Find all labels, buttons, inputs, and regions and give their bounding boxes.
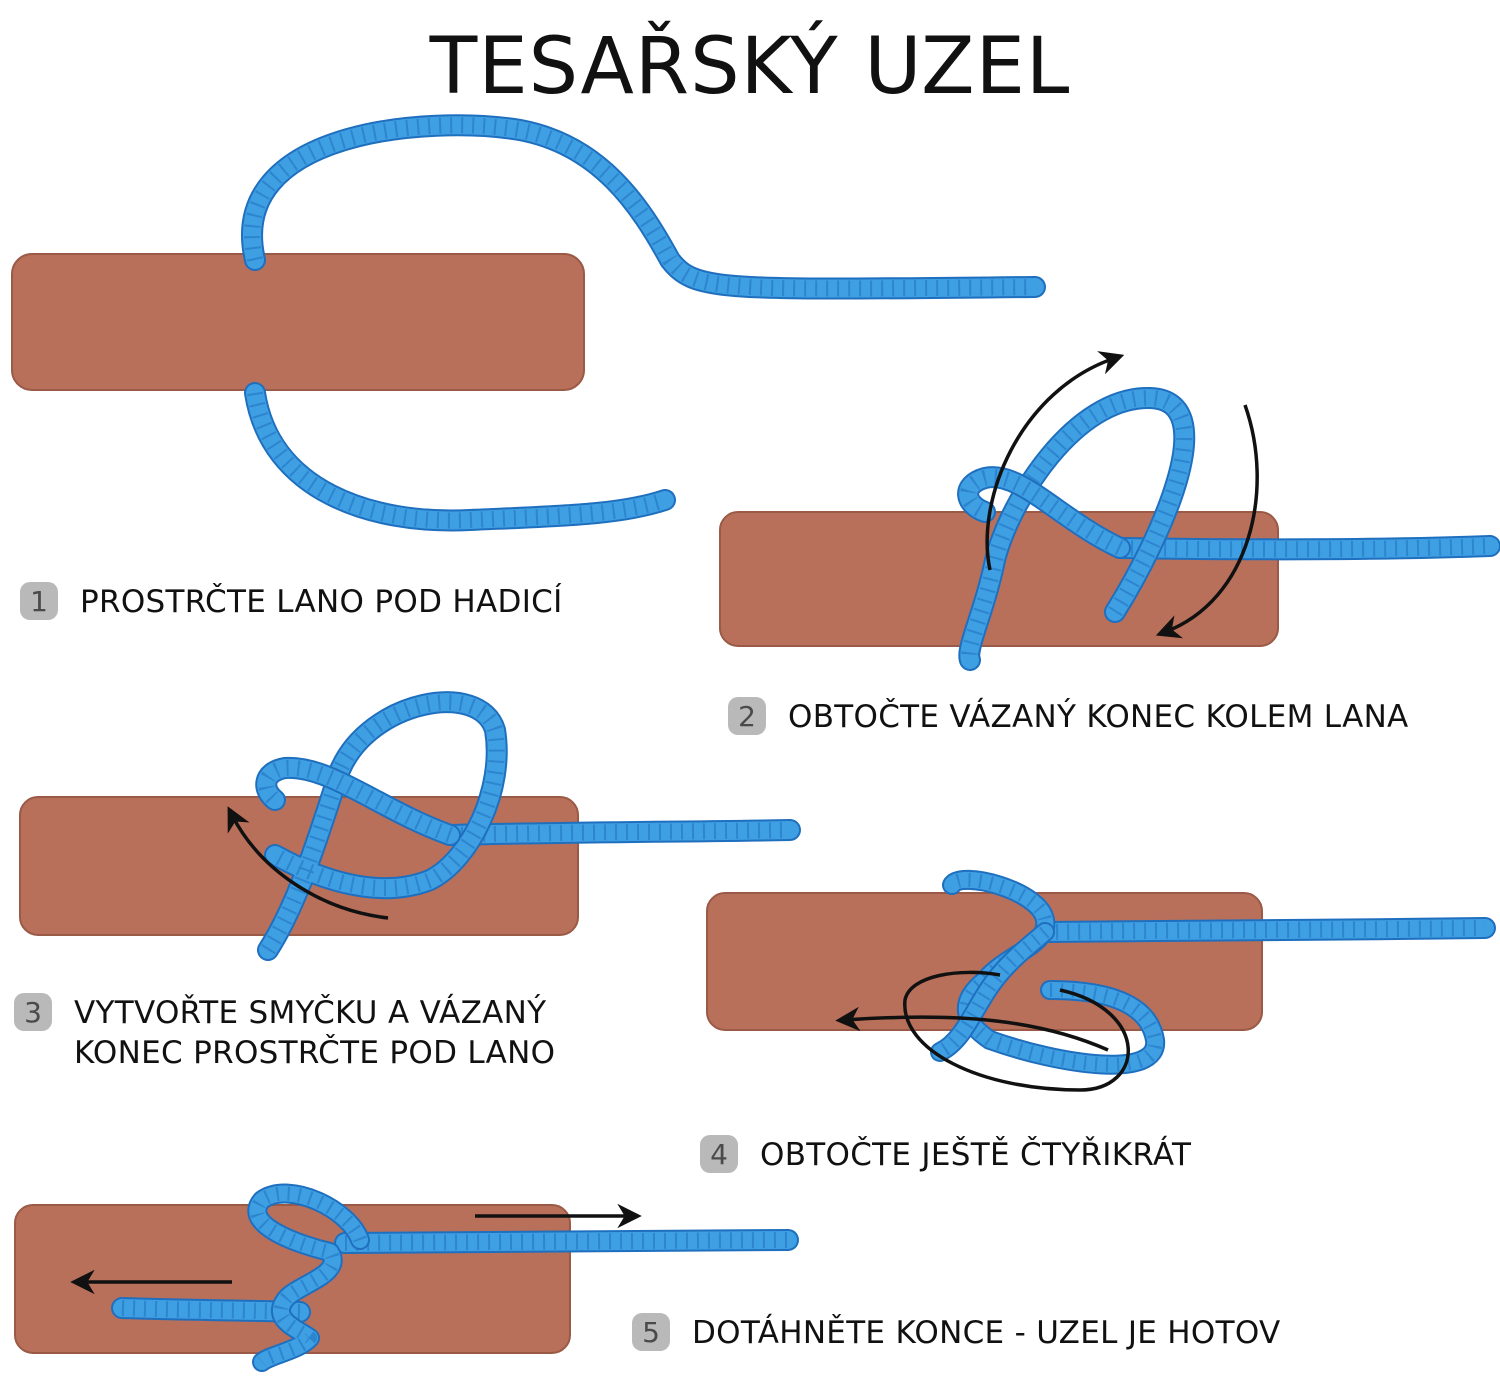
step-2: 2 OBTOČTE VÁZANÝ KONEC KOLEM LANA — [728, 697, 1409, 737]
step-label: OBTOČTE JEŠTĚ ČTYŘIKRÁT — [760, 1137, 1192, 1173]
page-title: TESAŘSKÝ UZEL — [429, 22, 1071, 112]
rope-outline — [244, 382, 676, 532]
rope-standing-part — [1111, 537, 1499, 559]
step-5: 5 DOTÁHNĚTE KONCE - UZEL JE HOTOV — [632, 1313, 1281, 1353]
rope-standing-part — [441, 821, 799, 844]
arrow-coil-back — [835, 1006, 1109, 1052]
step-number-badge: 3 — [14, 993, 52, 1031]
rope-standing-part — [1036, 919, 1494, 941]
step-2-illustration — [719, 351, 1500, 671]
arrow-tuck — [227, 806, 389, 920]
rope-loop — [960, 388, 1194, 669]
rope-wrap — [257, 758, 459, 844]
rope-standing-part — [336, 1231, 797, 1252]
step-number-badge: 2 — [728, 697, 766, 735]
step-label: OBTOČTE VÁZANÝ KONEC KOLEM LANA — [788, 699, 1409, 735]
step-3: 3 VYTVOŘTE SMYČKU A VÁZANÝ KONEC PROSTRČ… — [14, 993, 555, 1073]
rope-standing-part — [243, 116, 1044, 298]
step-number-badge: 5 — [632, 1313, 670, 1351]
step-3-illustration — [19, 691, 801, 961]
rope-working-end — [246, 384, 674, 530]
rope-twist-marks — [250, 1186, 367, 1368]
step-number-badge: 1 — [20, 582, 58, 620]
step-label: DOTÁHNĚTE KONCE - UZEL JE HOTOV — [692, 1315, 1281, 1351]
step-4-illustration — [706, 869, 1496, 1092]
step-5-illustration — [14, 1183, 799, 1372]
step-label: PROSTRČTE LANO POD HADICÍ — [80, 584, 563, 620]
step-1: 1 PROSTRČTE LANO POD HADICÍ — [20, 582, 563, 622]
pipe — [11, 253, 585, 391]
arrow-wrap-up — [985, 351, 1125, 571]
rope-twist — [932, 924, 1053, 1060]
step-label: VYTVOŘTE SMYČKU A VÁZANÝ KONEC PROSTRČTE… — [74, 995, 556, 1071]
step-number-badge: 4 — [700, 1135, 738, 1173]
step-1-illustration — [11, 114, 1046, 532]
step-4: 4 OBTOČTE JEŠTĚ ČTYŘIKRÁT — [700, 1135, 1191, 1175]
arrow-wrap-down — [1155, 404, 1259, 639]
rope-loop — [259, 693, 506, 959]
rope-wrap — [959, 468, 1129, 557]
coil-loop-line — [903, 970, 1130, 1092]
